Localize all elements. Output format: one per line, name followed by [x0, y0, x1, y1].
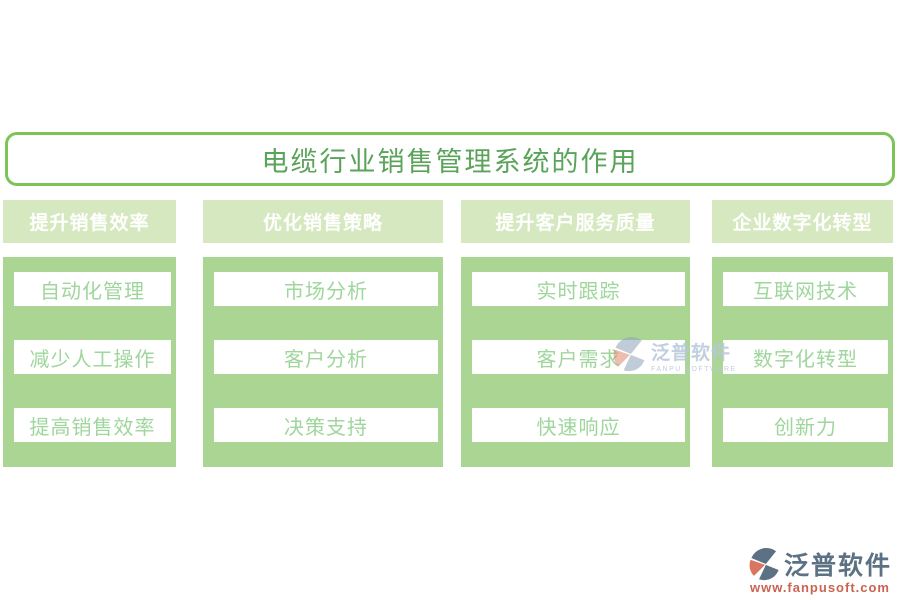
list-item: 快速响应	[472, 408, 685, 442]
list-item: 创新力	[723, 408, 888, 442]
column-header: 优化销售策略	[203, 200, 443, 243]
item-label: 市场分析	[284, 280, 368, 303]
list-item: 客户分析	[214, 340, 438, 374]
column-header: 提升客户服务质量	[461, 200, 690, 243]
column-body: 实时跟踪 客户需求 快速响应	[461, 257, 690, 467]
footer-url: www.fanpusoft.com	[749, 580, 890, 595]
fanpu-logo-icon	[749, 548, 779, 581]
list-item: 减少人工操作	[14, 340, 171, 374]
item-label: 创新力	[774, 416, 837, 439]
item-label: 客户分析	[284, 348, 368, 371]
item-label: 提高销售效率	[29, 416, 156, 439]
list-item: 自动化管理	[14, 272, 171, 306]
column-sales-efficiency: 提升销售效率 自动化管理 减少人工操作 提高销售效率	[3, 200, 176, 467]
list-item: 数字化转型	[723, 340, 888, 374]
list-item: 互联网技术	[723, 272, 888, 306]
item-label: 决策支持	[284, 416, 368, 439]
column-customer-service: 提升客户服务质量 实时跟踪 客户需求 快速响应	[461, 200, 690, 467]
list-item: 决策支持	[214, 408, 438, 442]
column-header: 提升销售效率	[3, 200, 176, 243]
title-box: 电缆行业销售管理系统的作用	[5, 132, 895, 186]
column-body: 自动化管理 减少人工操作 提高销售效率	[3, 257, 176, 467]
footer-brand: 泛普软件	[783, 552, 892, 580]
footer-logo-row: 泛普软件	[748, 546, 892, 582]
column-body: 互联网技术 数字化转型 创新力	[712, 257, 893, 467]
list-item: 提高销售效率	[14, 408, 171, 442]
item-label: 自动化管理	[40, 280, 145, 303]
column-sales-strategy: 优化销售策略 市场分析 客户分析 决策支持	[203, 200, 443, 467]
item-label: 互联网技术	[753, 280, 858, 303]
item-label: 数字化转型	[753, 348, 858, 371]
list-item: 客户需求	[472, 340, 685, 374]
column-digital-transformation: 企业数字化转型 互联网技术 数字化转型 创新力	[712, 200, 893, 467]
footer-logo: 泛普软件 www.fanpusoft.com	[748, 546, 892, 595]
item-label: 实时跟踪	[536, 280, 621, 303]
list-item: 市场分析	[214, 272, 438, 306]
item-label: 减少人工操作	[29, 348, 156, 371]
item-label: 快速响应	[536, 416, 621, 439]
column-body: 市场分析 客户分析 决策支持	[203, 257, 443, 467]
item-label: 客户需求	[536, 348, 621, 371]
page-title: 电缆行业销售管理系统的作用	[261, 146, 639, 177]
column-header: 企业数字化转型	[712, 200, 893, 243]
list-item: 实时跟踪	[472, 272, 685, 306]
